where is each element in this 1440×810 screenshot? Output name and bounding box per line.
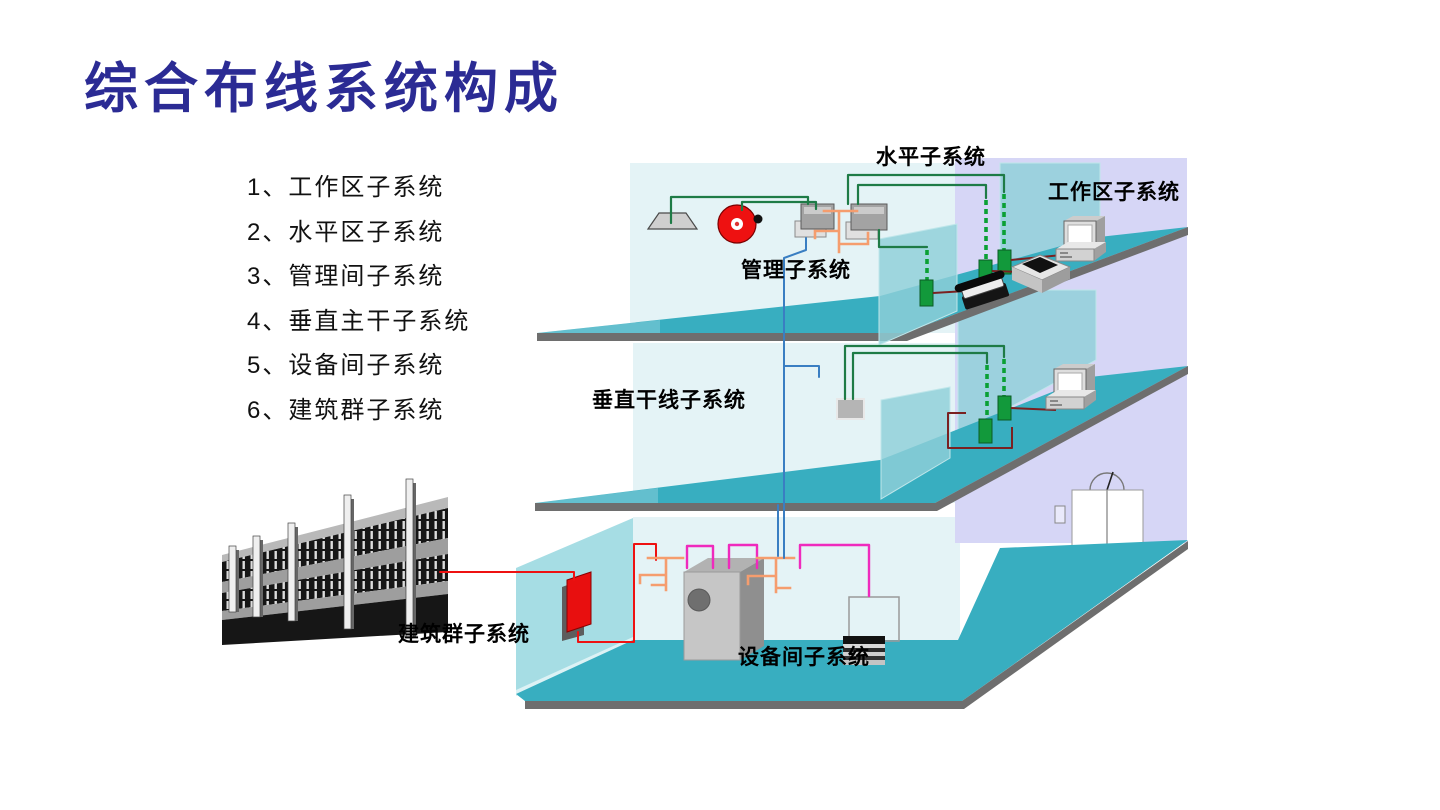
patch-panels-icon xyxy=(794,203,888,240)
floor1-slab xyxy=(516,540,1188,709)
outlet-jack xyxy=(997,395,1012,421)
elevator-dial xyxy=(1089,472,1125,491)
building-roof xyxy=(222,497,448,562)
page-title: 综合布线系统构成 xyxy=(84,59,564,119)
cross-connect-symbol xyxy=(638,556,796,594)
floor1-back-wall xyxy=(633,517,960,640)
equipment-cabinet-icon xyxy=(683,558,764,661)
floor2-slab xyxy=(535,366,1188,511)
subsystem-list: 1、工作区子系统 2、水平区子系统 3、管理间子系统 4、垂直主干子系统 5、设… xyxy=(247,166,470,433)
building-window-band xyxy=(222,508,448,582)
floor2-glass-partition xyxy=(957,289,1097,437)
label-equipment-room-subsystem: 设备间子系统 xyxy=(738,645,870,669)
building-floor-band xyxy=(222,538,448,593)
riser-cable xyxy=(777,237,820,559)
ceiling-lamp-icon xyxy=(646,212,699,230)
campus-building-icon xyxy=(222,478,448,645)
floor2-glass-front xyxy=(880,386,951,500)
campus-entry-panel xyxy=(562,571,592,641)
building-base xyxy=(222,594,448,645)
equipment-room-cables xyxy=(638,543,871,598)
label-horizontal-subsystem: 水平子系统 xyxy=(876,145,986,169)
outlet-jack xyxy=(978,418,993,444)
list-item: 4、垂直主干子系统 xyxy=(247,307,471,335)
floor2-distribution-box xyxy=(836,398,865,420)
building-window-band xyxy=(222,554,448,611)
fire-alarm-icon xyxy=(717,204,763,244)
elevator-icon xyxy=(1054,471,1144,547)
cabinet-port xyxy=(687,588,711,612)
building-floor-band xyxy=(222,581,448,620)
list-item: 1、工作区子系统 xyxy=(247,174,445,201)
outlet-jack xyxy=(919,279,934,307)
list-item: 3、管理间子系统 xyxy=(247,263,445,290)
list-item: 6、建筑群子系统 xyxy=(247,396,445,424)
campus-cable xyxy=(439,543,657,643)
label-management-subsystem: 管理子系统 xyxy=(741,258,851,282)
horizontal-cables xyxy=(669,173,1006,401)
label-work-area-subsystem: 工作区子系统 xyxy=(1048,180,1180,204)
elevator-dial-needle xyxy=(1106,471,1114,491)
floor3-glass-front xyxy=(878,223,958,346)
server-stack-icon xyxy=(843,596,900,665)
label-vertical-backbone-subsystem: 垂直干线子系统 xyxy=(592,388,746,412)
list-item: 5、设备间子系统 xyxy=(247,352,445,379)
floor3-cross-connect xyxy=(813,209,870,254)
elevator-call-panel xyxy=(1054,505,1066,524)
drop-cables xyxy=(925,194,1006,418)
telephone-icon xyxy=(954,270,1010,310)
desktop-computer-icon xyxy=(1055,216,1106,262)
desktop-computer-icon xyxy=(1045,363,1097,410)
label-campus-subsystem: 建筑群子系统 xyxy=(398,622,530,646)
building-pylons xyxy=(228,478,416,639)
list-item: 2、水平区子系统 xyxy=(247,218,445,246)
